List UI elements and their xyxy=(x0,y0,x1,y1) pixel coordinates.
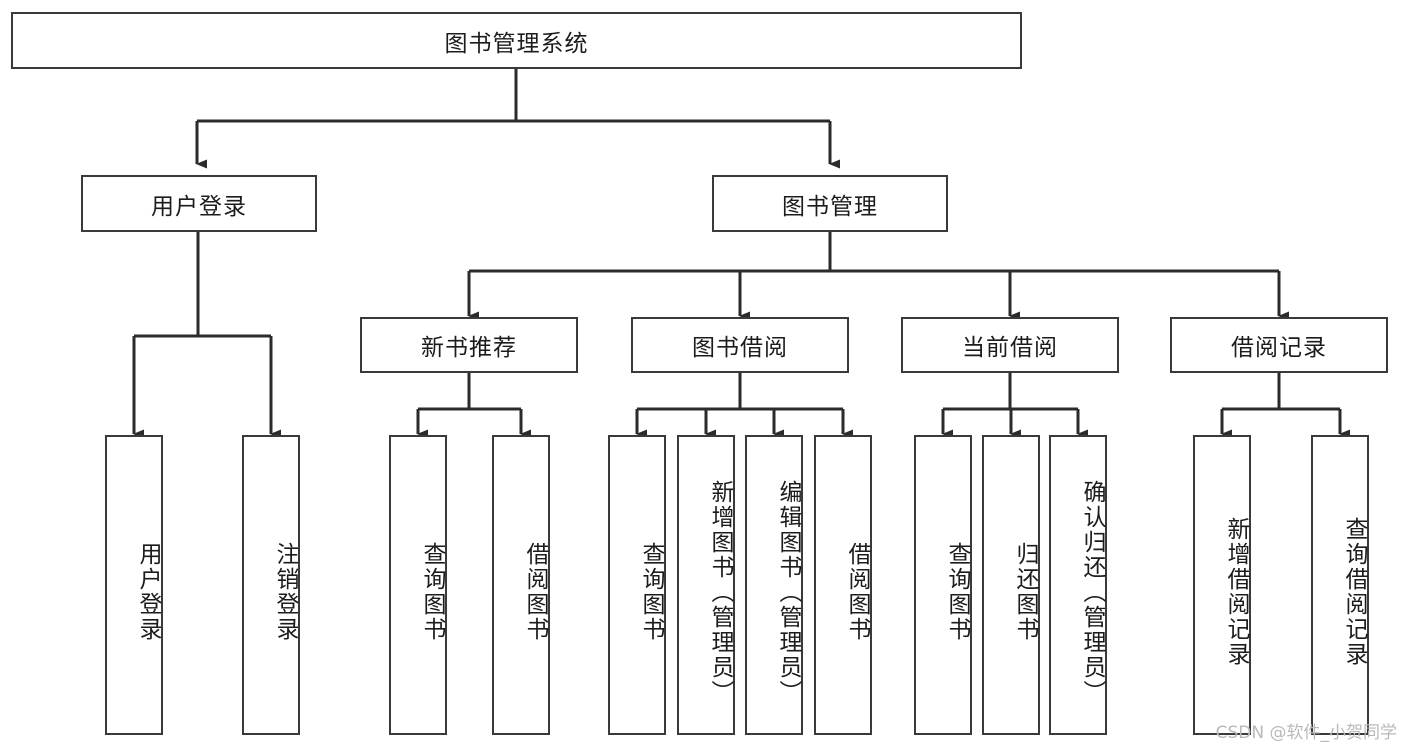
node-label: 新增图书（管理员） xyxy=(707,479,733,705)
node-label: 图书管理系统 xyxy=(444,30,589,57)
leaf-borrow-edit-book-admin[interactable]: 编辑图书（管理员） xyxy=(745,435,803,735)
leaf-user-login[interactable]: 用户登录 xyxy=(105,435,163,735)
node-new-book-recommend[interactable]: 新书推荐 xyxy=(360,317,578,373)
node-label: 图书借阅 xyxy=(692,335,788,361)
node-label: 编辑图书（管理员） xyxy=(775,479,801,705)
leaf-recommend-borrow-book[interactable]: 借阅图书 xyxy=(492,435,550,735)
node-label: 查询借阅记录 xyxy=(1341,517,1367,667)
leaf-current-return-book[interactable]: 归还图书 xyxy=(982,435,1040,735)
leaf-current-confirm-return-admin[interactable]: 确认归还（管理员） xyxy=(1049,435,1107,735)
node-label: 新书推荐 xyxy=(421,335,517,361)
node-label: 注销登录 xyxy=(272,542,298,642)
node-label: 借阅图书 xyxy=(844,542,870,642)
node-book-borrow[interactable]: 图书借阅 xyxy=(631,317,849,373)
node-borrow-record[interactable]: 借阅记录 xyxy=(1170,317,1388,373)
node-label: 确认归还（管理员） xyxy=(1079,479,1105,705)
node-label: 借阅图书 xyxy=(522,542,548,642)
node-current-borrow[interactable]: 当前借阅 xyxy=(901,317,1119,373)
node-label: 用户登录 xyxy=(151,193,247,220)
node-label: 查询图书 xyxy=(944,542,970,642)
leaf-borrow-add-book-admin[interactable]: 新增图书（管理员） xyxy=(677,435,735,735)
node-book-management[interactable]: 图书管理 xyxy=(712,175,948,232)
node-label: 当前借阅 xyxy=(962,335,1058,361)
node-label: 图书管理 xyxy=(782,193,878,220)
node-label: 归还图书 xyxy=(1012,542,1038,642)
leaf-recommend-query-book[interactable]: 查询图书 xyxy=(389,435,447,735)
node-label: 新增借阅记录 xyxy=(1223,517,1249,667)
node-user-login[interactable]: 用户登录 xyxy=(81,175,317,232)
node-label: 用户登录 xyxy=(135,542,161,642)
leaf-borrow-borrow-book[interactable]: 借阅图书 xyxy=(814,435,872,735)
node-root-system[interactable]: 图书管理系统 xyxy=(11,12,1022,69)
leaf-record-add[interactable]: 新增借阅记录 xyxy=(1193,435,1251,735)
node-label: 查询图书 xyxy=(419,542,445,642)
leaf-logout[interactable]: 注销登录 xyxy=(242,435,300,735)
csdn-watermark: CSDN @软件_小贺同学 xyxy=(1215,723,1397,743)
leaf-borrow-query-book[interactable]: 查询图书 xyxy=(608,435,666,735)
node-label: 借阅记录 xyxy=(1231,335,1327,361)
node-label: 查询图书 xyxy=(638,542,664,642)
leaf-current-query-book[interactable]: 查询图书 xyxy=(914,435,972,735)
leaf-record-query[interactable]: 查询借阅记录 xyxy=(1311,435,1369,735)
